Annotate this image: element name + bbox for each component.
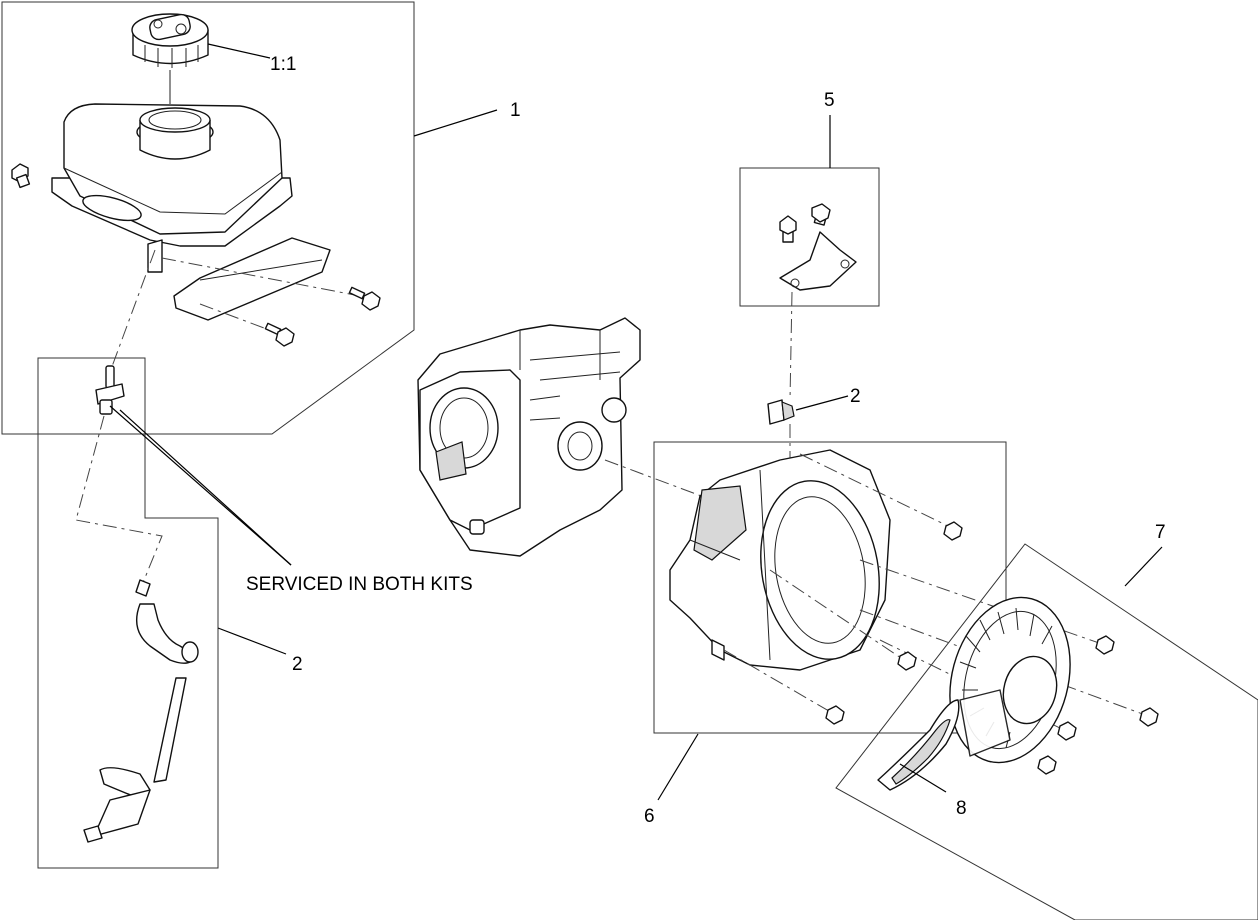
callout-5: 5	[824, 90, 835, 111]
bolt-icon	[943, 521, 963, 541]
kit-box-1	[1, 1, 415, 435]
starter-grip-icon	[877, 699, 960, 791]
callout-8: 8	[956, 798, 967, 819]
callout-1-1: 1:1	[270, 54, 296, 75]
bolt-icon	[897, 651, 917, 671]
kit-box-7	[835, 543, 1258, 920]
bolt-icon	[1037, 755, 1057, 775]
fuel-tank-icon	[51, 103, 293, 247]
clip-icon	[767, 399, 795, 425]
bolt-icon	[1139, 707, 1159, 727]
callout-2-upper: 2	[850, 386, 861, 407]
bolt-icon	[11, 163, 31, 189]
fuel-hose-icon	[83, 579, 199, 843]
kit-box-2	[37, 357, 219, 869]
kit-box-5	[739, 167, 880, 307]
bolt-icon	[1095, 635, 1115, 655]
fuel-valve-icon	[95, 365, 125, 415]
bolt-icon	[264, 322, 295, 347]
callout-7: 7	[1155, 522, 1166, 543]
fuel-cap-icon	[131, 13, 209, 68]
callout-2-lower: 2	[292, 654, 303, 675]
recoil-starter-icon	[949, 596, 1071, 764]
bolt-icon	[825, 705, 845, 725]
bracket-icon	[779, 203, 857, 291]
callout-6: 6	[644, 806, 655, 827]
bolt-icon	[1057, 721, 1077, 741]
heat-shield-icon	[147, 237, 331, 321]
callout-1: 1	[510, 100, 521, 121]
fan-shroud-icon	[669, 449, 891, 671]
note-serviced-in-both-kits: SERVICED IN BOTH KITS	[246, 574, 473, 595]
crankcase-icon	[417, 317, 641, 557]
bolt-icon	[348, 286, 381, 311]
